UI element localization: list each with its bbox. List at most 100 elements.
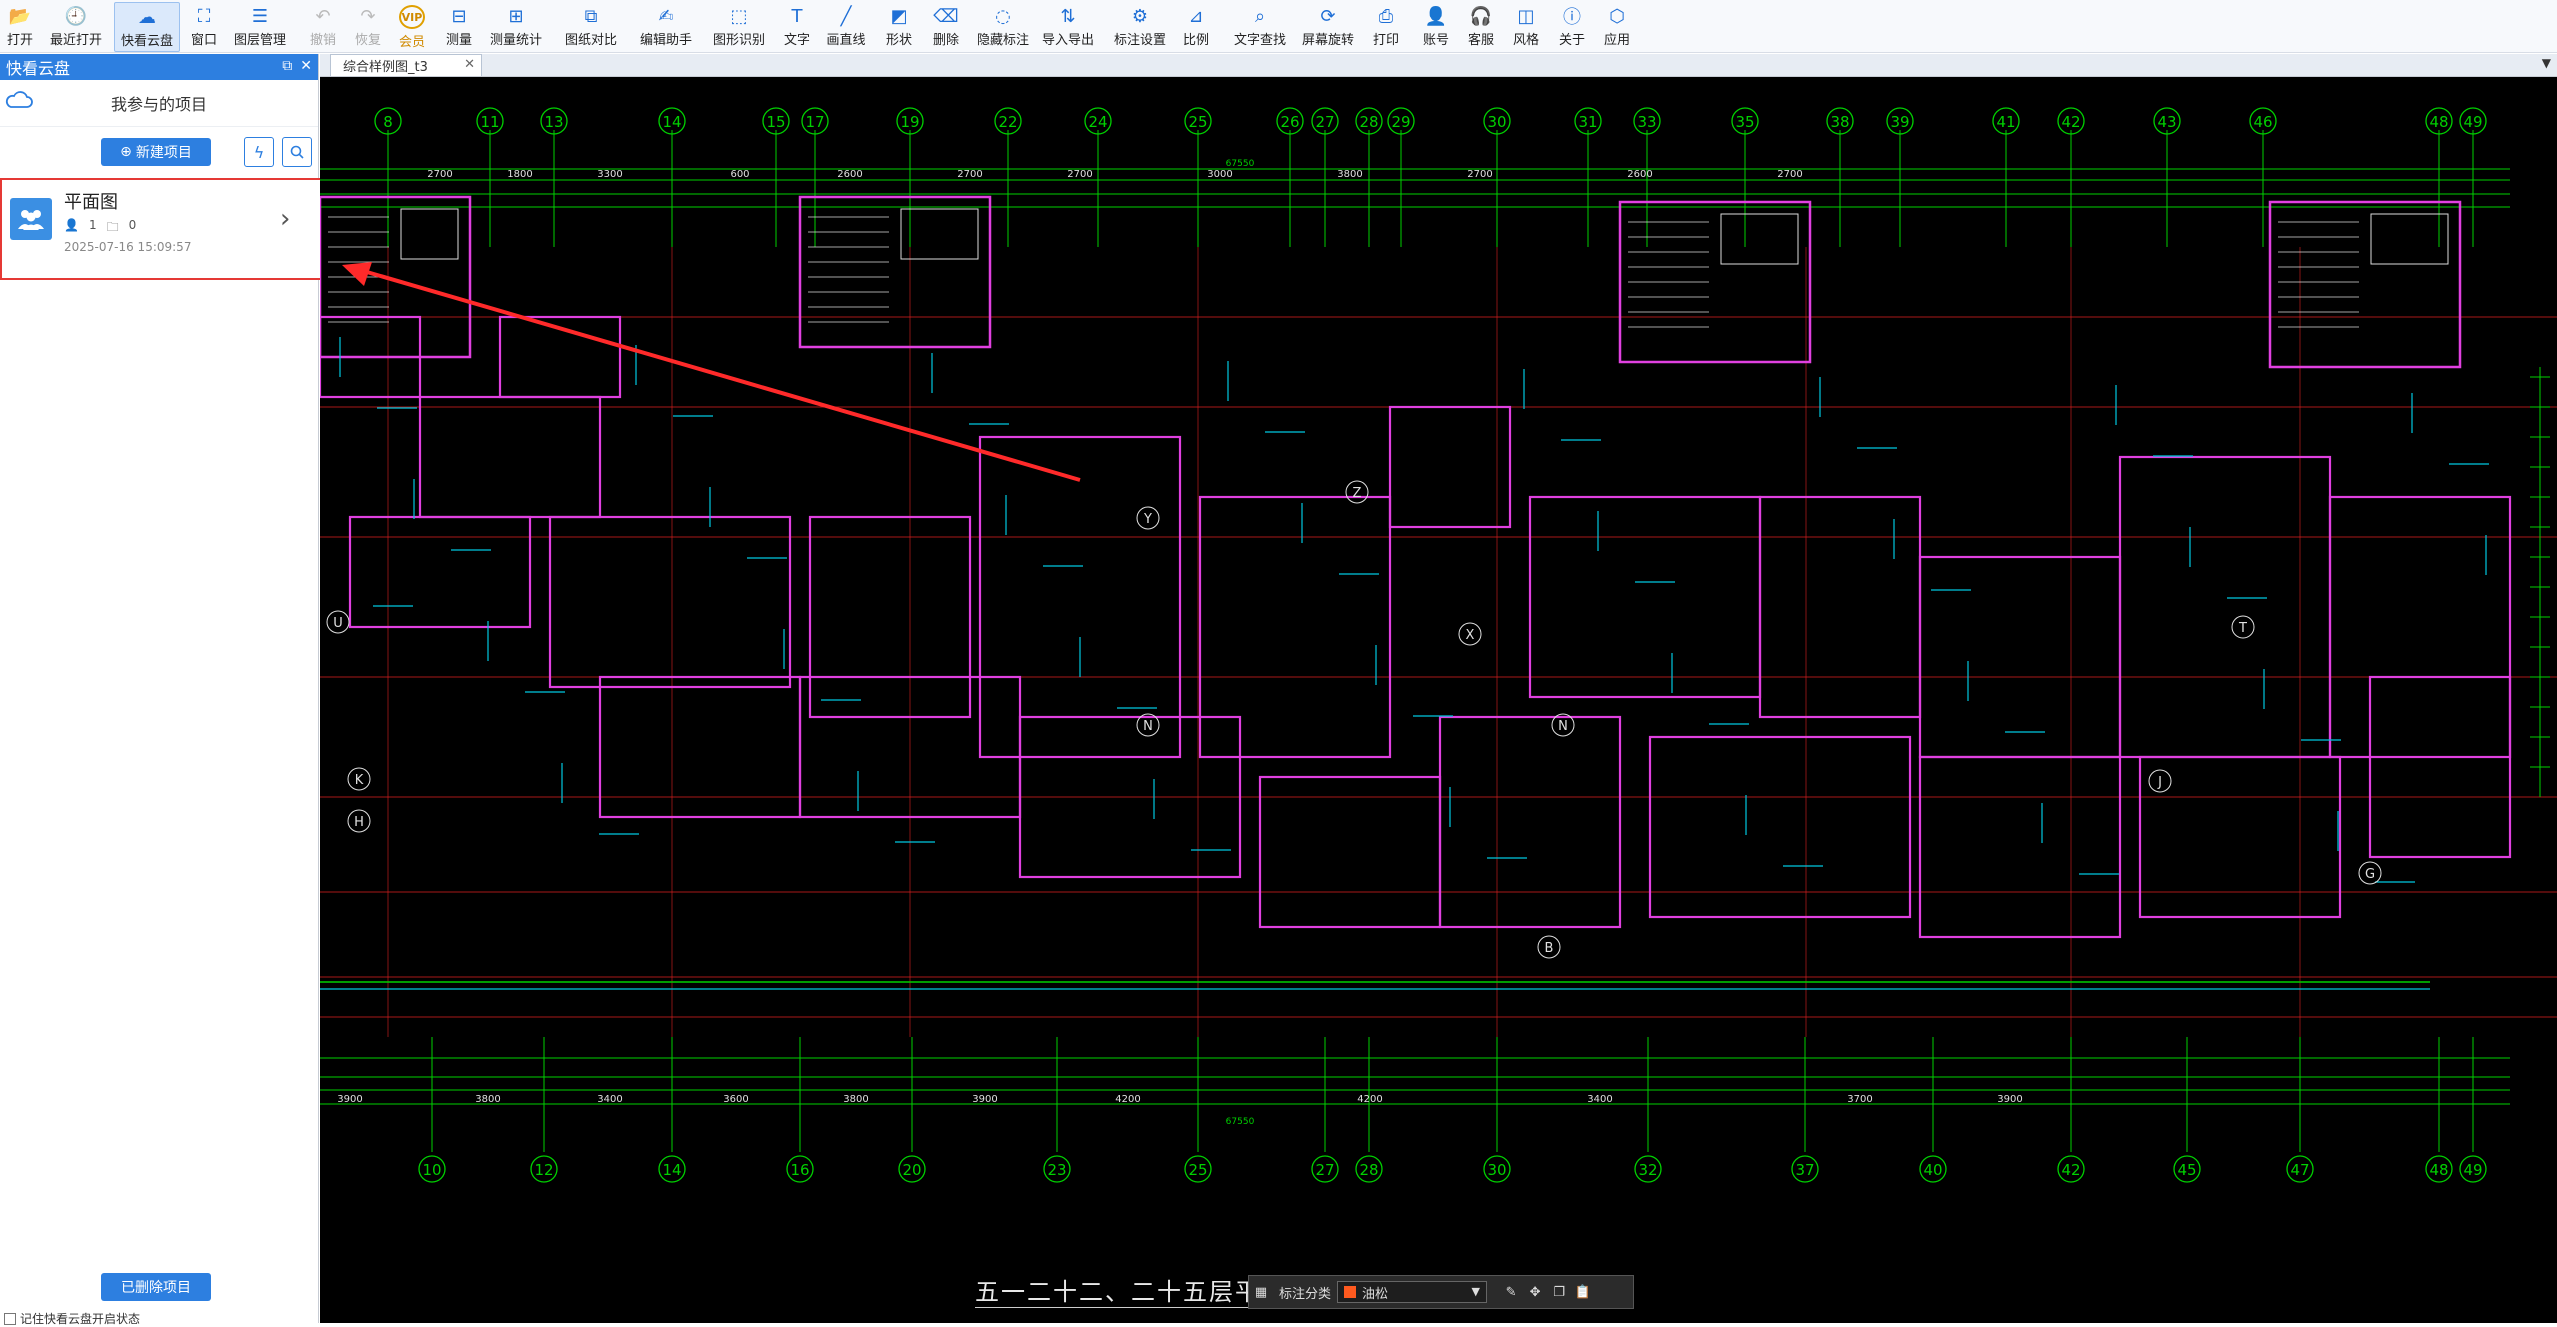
sync-button[interactable]: ϟ [244,137,274,167]
dimension-text: 1800 [507,169,532,180]
axis-label: 40 [1923,1161,1942,1179]
axis-bubble [1483,107,1511,135]
toolbar-line-button[interactable]: ╱画直线 [821,2,871,50]
axis-label: 25 [1188,1161,1207,1179]
deleted-projects-button[interactable]: 已删除项目 [101,1273,211,1301]
paste-icon[interactable]: 📋 [1574,1284,1592,1300]
axis-label: 48 [2429,113,2448,131]
close-icon[interactable]: ✕ [300,58,312,74]
search-button[interactable] [282,137,312,167]
toolbar-text-search-button[interactable]: ⌕文字查找 [1228,2,1292,50]
axis-label: 25 [1188,113,1207,131]
toolbar-headset-button[interactable]: 🎧客服 [1463,2,1499,50]
toolbar-redo-button[interactable]: ↷恢复 [350,2,386,50]
chevron-right-icon[interactable]: › [280,204,291,234]
dimension-text: 2700 [1067,169,1092,180]
axis-bubble [2459,107,2487,135]
category-select[interactable]: 油松 ▼ [1337,1281,1488,1303]
category-value: 油松 [1362,1286,1389,1302]
elevator-shaft [2370,213,2449,265]
toolbar-scale-button[interactable]: ⊿比例 [1178,2,1214,50]
toolbar-print-button[interactable]: ⎙打印 [1368,2,1404,50]
axis-label: U [333,616,343,631]
toolbar-measure-button[interactable]: ⊟测量 [441,2,477,50]
toolbar-undo-button[interactable]: ↶撤销 [305,2,341,50]
room-wall [498,315,622,399]
toolbar-shape-recognize-button[interactable]: ⬚图形识别 [707,2,771,50]
toolbar-rotate-button[interactable]: ⟳屏幕旋转 [1296,2,1360,50]
tab-document[interactable]: 综合样例图_t3 ✕ [330,54,482,76]
new-project-button[interactable]: ⊕ 新建项目 [101,138,211,166]
toolbar-hide-annotation-button[interactable]: ◌隐藏标注 [971,2,1035,50]
axis-label: 22 [998,113,1017,131]
line-icon: ╱ [840,5,852,27]
tab-list-icon[interactable]: ▼ [2541,56,2551,70]
room-wall [808,515,972,719]
toolbar-label: 应用 [1603,33,1630,48]
axis-bubble [326,610,350,634]
toolbar-shape-button[interactable]: ◩形状 [881,2,917,50]
axis-label: K [355,773,364,788]
axis-bubble [1136,506,1160,530]
close-tab-icon[interactable]: ✕ [464,57,475,72]
folder-open-icon: 📂 [8,5,32,27]
plus-circle-icon: ⊕ [120,144,132,160]
axis-label: 24 [1088,113,1107,131]
axis-bubble [1136,713,1160,737]
room-wall [1648,735,1912,919]
dimension-text: 3900 [972,1094,997,1105]
toolbar-import-export-button[interactable]: ⇅导入导出 [1036,2,1100,50]
toolbar-apps-button[interactable]: ⬡应用 [1599,2,1635,50]
axis-label: Y [1143,512,1152,527]
axis-label: 35 [1735,113,1754,131]
toolbar-measure-stats-button[interactable]: ⊞测量统计 [484,2,548,50]
axis-bubble [1551,713,1575,737]
remember-state[interactable]: 记住快看云盘开启状态 [4,1310,140,1327]
toolbar-label: 账号 [1422,33,1449,48]
axis-label: 14 [662,113,681,131]
axis-label: 27 [1315,1161,1334,1179]
toolbar-window-button[interactable]: ⛶窗口 [186,2,222,50]
toolbar-eraser-button[interactable]: ⌫删除 [928,2,964,50]
toolbar-label: 关于 [1558,33,1585,48]
axis-label: 39 [1890,113,1909,131]
toolbar-label: 快看云盘 [120,34,173,49]
toolbar-account-button[interactable]: 👤账号 [1418,2,1454,50]
toolbar-folder-open-button[interactable]: 📂打开 [2,2,38,50]
axis-bubble [1791,1155,1819,1183]
dimension-text: 4200 [1357,1094,1382,1105]
room-wall [2368,675,2512,859]
toolbar-compare-button[interactable]: ⧉图纸对比 [559,2,623,50]
overall-dimension: 67550 [1226,159,1255,169]
axis-label: 14 [662,1161,681,1179]
dimension-text: 2600 [837,169,862,180]
edit-icon[interactable]: ✎ [1505,1284,1517,1300]
move-icon[interactable]: ✥ [1529,1284,1541,1300]
toolbar-style-button[interactable]: ◫风格 [1508,2,1544,50]
grid-icon[interactable]: ▦ [1254,1284,1268,1300]
toolbar-edit-assistant-button[interactable]: ✍编辑助手 [634,2,698,50]
toolbar-layers-button[interactable]: ☰图层管理 [228,2,292,50]
import-export-icon: ⇅ [1060,5,1076,27]
copy-icon[interactable]: ❐ [1553,1284,1565,1300]
room-wall [1438,715,1622,929]
restore-icon[interactable]: ⧉ [282,58,293,74]
eraser-icon: ⌫ [933,5,959,27]
toolbar-clock-button[interactable]: 🕘最近打开 [44,2,108,50]
axis-label: 8 [383,113,393,131]
shape-icon: ◩ [890,5,908,27]
toolbar-cloud-button[interactable]: ☁快看云盘 [114,2,180,52]
axis-label: 41 [1996,113,2015,131]
dimension-text: 3400 [597,1094,622,1105]
toolbar-annotation-settings-button[interactable]: ⚙标注设置 [1108,2,1172,50]
project-date: 2025-07-16 15:09:57 [64,240,192,254]
axis-label: X [1466,628,1475,643]
layers-icon: ☰ [251,5,269,27]
project-card[interactable]: 平面图 👤1 🗀0 2025-07-16 15:09:57 › [0,178,326,280]
axis-bubble [1276,107,1304,135]
